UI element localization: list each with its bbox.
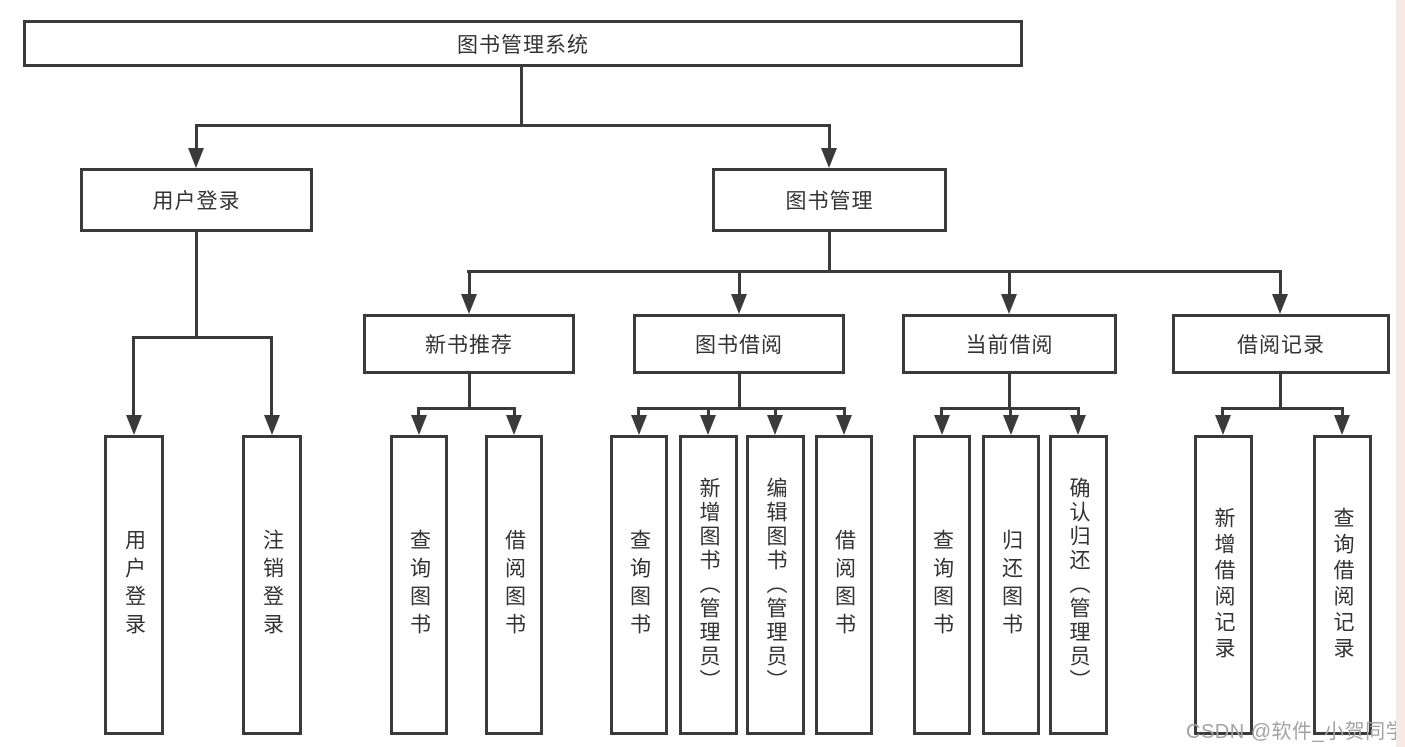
arrowhead-down-icon xyxy=(731,294,747,314)
right-edge-strip xyxy=(1396,0,1405,747)
arrowhead-down-icon xyxy=(767,415,783,435)
node-book-borrowing: 图书借阅 xyxy=(633,314,845,374)
arrowhead-down-icon xyxy=(934,415,950,435)
connector-root-rail xyxy=(195,124,831,127)
leaf-newbook-query: 查询图书 xyxy=(390,435,448,735)
arrowhead-down-icon xyxy=(126,415,142,435)
node-current-borrowing: 当前借阅 xyxy=(902,314,1117,374)
leaf-newbook-borrow: 借阅图书 xyxy=(485,435,543,735)
leaf-user-login: 用户登录 xyxy=(104,435,164,735)
arrowhead-down-icon xyxy=(821,148,837,168)
connector-drop xyxy=(707,407,710,419)
connector-login-stem xyxy=(195,232,198,336)
connector-drop-login-leaf xyxy=(132,336,135,419)
arrowhead-down-icon xyxy=(1215,415,1231,435)
arrowhead-down-icon xyxy=(700,415,716,435)
leaf-current-return: 归还图书 xyxy=(982,435,1040,735)
arrowhead-down-icon xyxy=(1070,415,1086,435)
connector-drop-book-mgmt xyxy=(828,124,831,152)
connector-borrow-rail xyxy=(637,407,846,410)
node-new-book-recommend: 新书推荐 xyxy=(363,314,575,374)
csdn-watermark: CSDN @软件_小贺同学 xyxy=(1186,721,1405,743)
leaf-records-add: 新增借阅记录 xyxy=(1194,435,1253,735)
arrowhead-down-icon xyxy=(1003,415,1019,435)
connector-drop-logout-leaf xyxy=(270,336,273,419)
connector-root-stem xyxy=(520,67,523,124)
arrowhead-down-icon xyxy=(1334,415,1350,435)
connector-drop xyxy=(417,407,420,419)
arrowhead-down-icon xyxy=(411,415,427,435)
connector-drop-user-login xyxy=(195,124,198,152)
arrowhead-down-icon xyxy=(188,148,204,168)
connector-bookmgmt-stem xyxy=(828,232,831,270)
leaf-borrow-add-admin: 新增图书（管理员） xyxy=(679,435,738,735)
connector-newbook-stem xyxy=(468,374,471,407)
connector-drop-new-books xyxy=(468,270,471,298)
leaf-current-confirm-admin: 确认归还（管理员） xyxy=(1049,435,1108,735)
node-user-login-group: 用户登录 xyxy=(80,168,313,232)
node-borrowing-records: 借阅记录 xyxy=(1172,314,1390,374)
connector-drop xyxy=(1077,407,1080,419)
arrowhead-down-icon xyxy=(1272,294,1288,314)
leaf-records-query: 查询借阅记录 xyxy=(1313,435,1372,735)
arrowhead-down-icon xyxy=(836,415,852,435)
arrowhead-down-icon xyxy=(1001,294,1017,314)
leaf-logout: 注销登录 xyxy=(242,435,302,735)
leaf-borrow-edit-admin: 编辑图书（管理员） xyxy=(746,435,805,735)
connector-drop xyxy=(774,407,777,419)
connector-records-rail xyxy=(1221,407,1344,410)
connector-login-rail xyxy=(132,336,273,339)
arrowhead-down-icon xyxy=(631,415,647,435)
connector-drop xyxy=(1341,407,1344,419)
connector-drop xyxy=(940,407,943,419)
connector-current-stem xyxy=(1008,374,1011,407)
leaf-borrow-book: 借阅图书 xyxy=(815,435,873,735)
connector-drop xyxy=(1221,407,1224,419)
connector-drop-current-borrow xyxy=(1008,270,1011,298)
node-book-management-group: 图书管理 xyxy=(712,168,947,232)
connector-drop xyxy=(513,407,516,419)
connector-drop-book-borrow xyxy=(738,270,741,298)
connector-bookmgmt-rail xyxy=(467,270,1281,273)
connector-drop xyxy=(1009,407,1012,419)
leaf-current-query: 查询图书 xyxy=(913,435,971,735)
connector-newbook-rail xyxy=(417,407,516,410)
arrowhead-down-icon xyxy=(264,415,280,435)
connector-borrow-stem xyxy=(738,374,741,407)
node-library-system: 图书管理系统 xyxy=(23,20,1023,67)
connector-drop-borrow-records xyxy=(1279,270,1282,298)
connector-records-stem xyxy=(1279,374,1282,407)
connector-drop xyxy=(637,407,640,419)
arrowhead-down-icon xyxy=(506,415,522,435)
arrowhead-down-icon xyxy=(461,294,477,314)
connector-drop xyxy=(843,407,846,419)
leaf-borrow-query: 查询图书 xyxy=(610,435,668,735)
